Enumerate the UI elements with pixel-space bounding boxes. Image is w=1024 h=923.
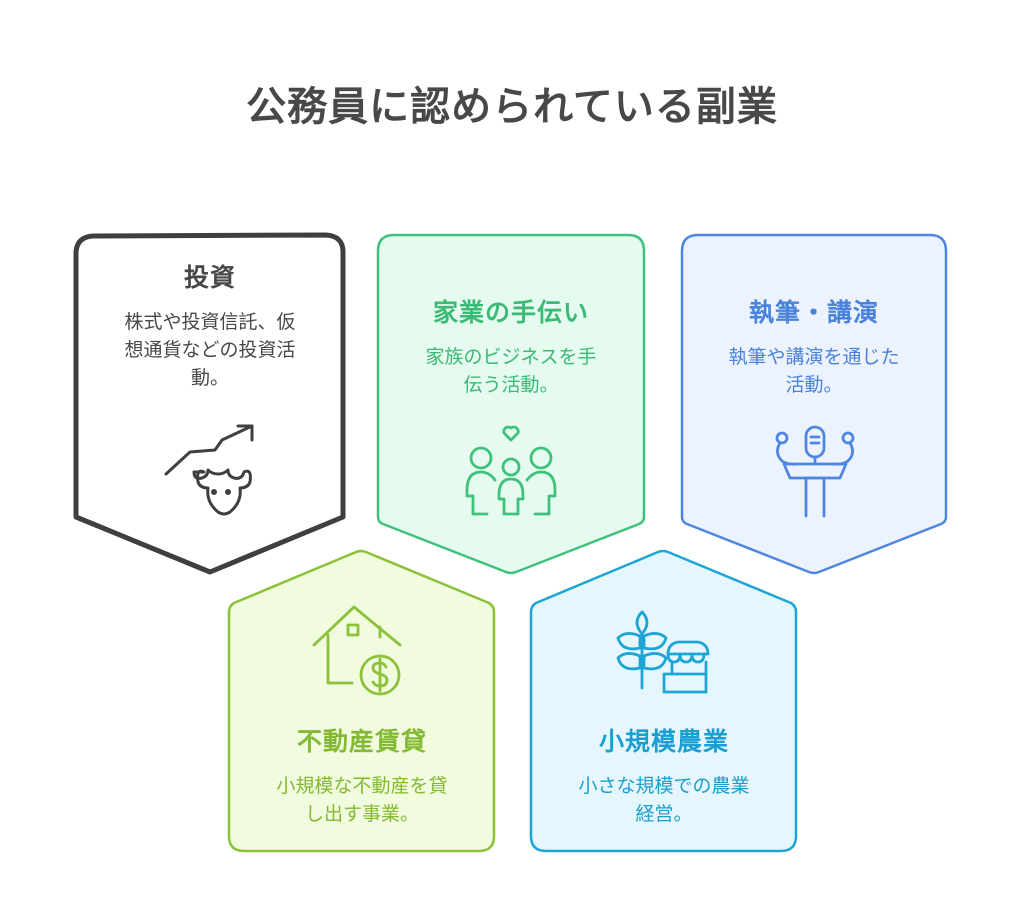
card-description: 小さな規模での農業 経営。 (578, 775, 750, 825)
family-heart-icon (465, 425, 557, 516)
card-description: 株式や投資信託、仮 想通貨などの投資活 動。 (124, 311, 296, 389)
card-family: 家業の手伝い 家族のビジネスを手 伝う活動。 (380, 293, 642, 399)
card-description: 家族のビジネスを手 伝う活動。 (425, 346, 597, 396)
card-shape-family (376, 233, 646, 575)
card-shape-invest (73, 232, 346, 575)
wheat-market-stall-icon (616, 610, 710, 694)
card-title: 不動産賃貸 (296, 727, 427, 756)
card-shape-farming (529, 549, 798, 853)
card-shape-writing (680, 233, 948, 575)
card-title: 執筆・講演 (748, 298, 879, 327)
card-title: 投資 (183, 263, 236, 292)
house-dollar-icon (312, 605, 402, 696)
card-description: 執筆や講演を通じた 活動。 (728, 346, 900, 396)
card-shape-realestate (227, 549, 496, 853)
card-farming: 小規模農業 小さな規模での農業 経営。 (533, 722, 795, 828)
page-title: 公務員に認められている副業 (246, 84, 778, 130)
card-title: 小規模農業 (598, 727, 729, 756)
card-description: 小規模な不動産を貸 し出す事業。 (276, 775, 448, 825)
podium-microphone-icon (775, 425, 855, 518)
card-invest: 投資 株式や投資信託、仮 想通貨などの投資活 動。 (80, 258, 340, 392)
bull-market-icon (164, 424, 254, 516)
card-title: 家業の手伝い (432, 298, 589, 327)
card-realestate: 不動産賃貸 小規模な不動産を貸 し出す事業。 (231, 722, 493, 828)
card-writing: 執筆・講演 執筆や講演を通じた 活動。 (684, 293, 944, 399)
